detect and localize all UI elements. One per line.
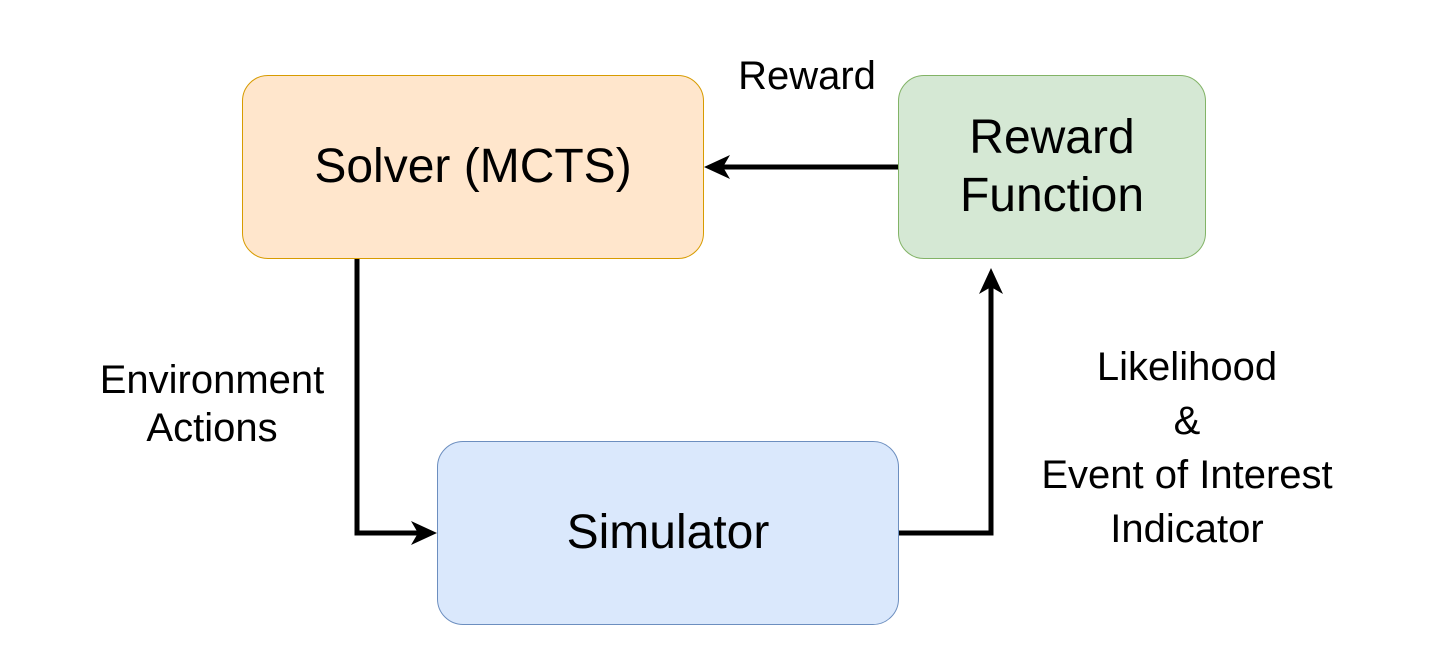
- edge-label-likelihood: Likelihood & Event of Interest Indicator: [1041, 345, 1333, 551]
- edge-reward-arrowhead: [704, 155, 730, 179]
- edge-env-actions-line: [354, 259, 420, 536]
- edge-label-reward: Reward: [738, 54, 876, 98]
- edge-simulator-to-reward: [899, 268, 1003, 536]
- simulator-node-label: Simulator: [566, 506, 770, 560]
- edge-label-environment-actions: Environment Actions: [99, 358, 325, 450]
- edge-reward-to-solver: [704, 155, 898, 179]
- edge-likelihood-arrowhead: [979, 268, 1003, 294]
- reward-function-node[interactable]: Reward Function: [898, 75, 1206, 259]
- simulator-node[interactable]: Simulator: [437, 441, 899, 625]
- edge-env-actions-arrowhead: [411, 521, 437, 545]
- edge-solver-to-simulator: [354, 259, 437, 545]
- solver-node[interactable]: Solver (MCTS): [242, 75, 704, 259]
- solver-node-label: Solver (MCTS): [314, 140, 632, 194]
- reward-function-node-label: Reward Function: [959, 111, 1145, 222]
- edge-likelihood-line: [899, 285, 994, 536]
